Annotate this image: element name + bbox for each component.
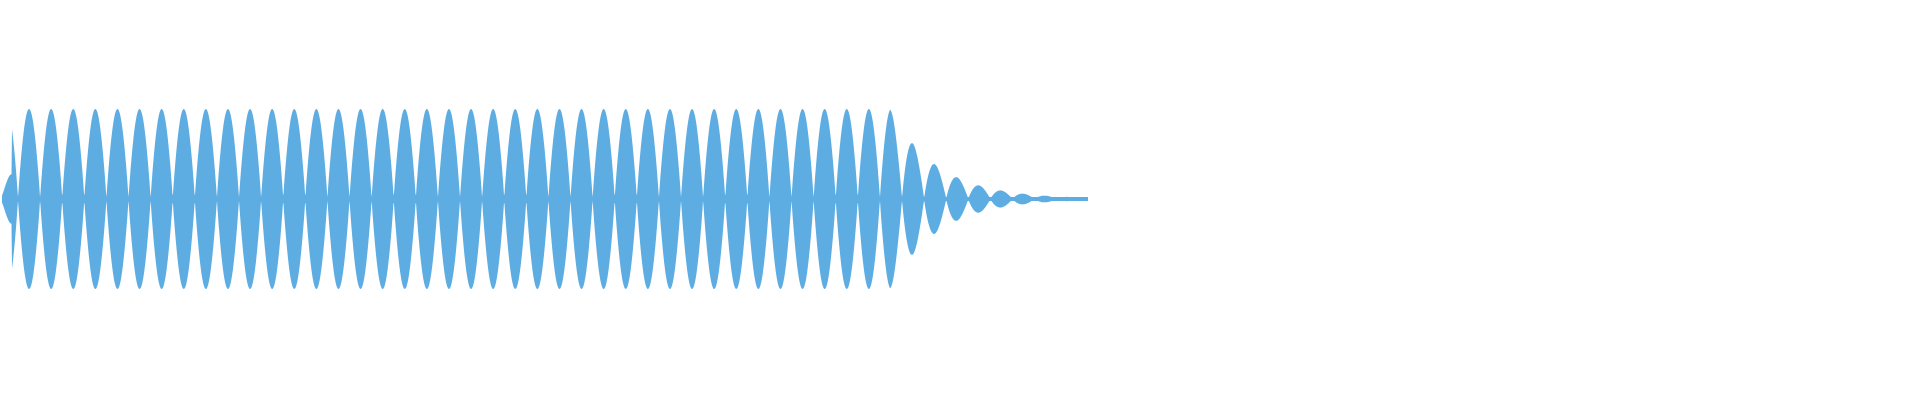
waveform-shape — [2, 109, 1088, 289]
